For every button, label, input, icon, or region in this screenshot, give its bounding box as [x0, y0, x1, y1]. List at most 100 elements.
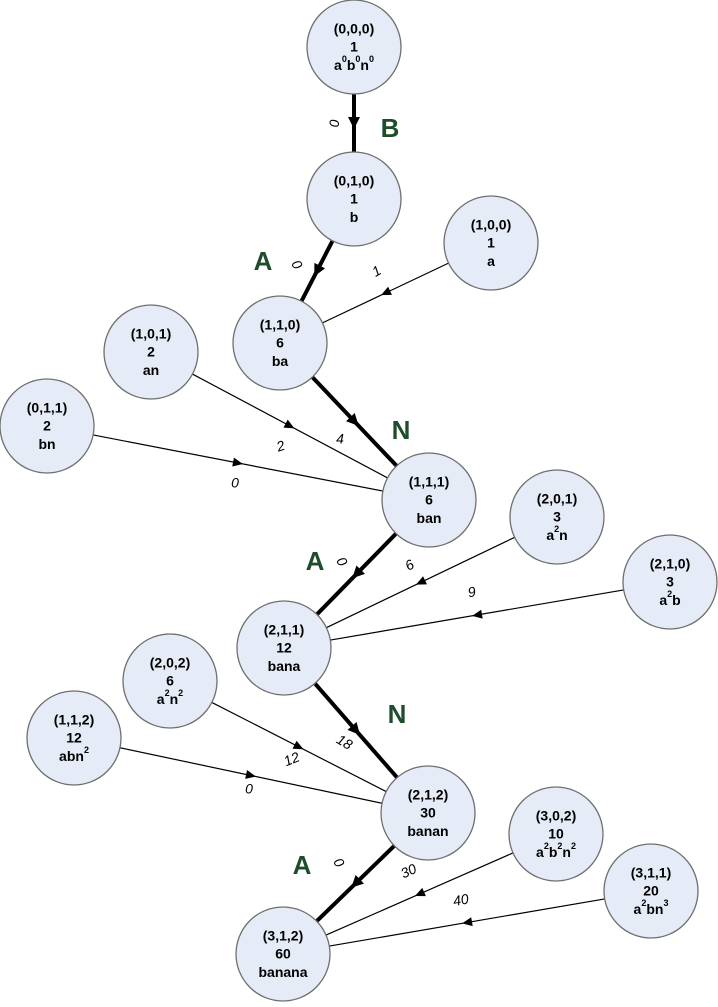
node-value: 6	[276, 335, 284, 351]
edge-weight-label: 0	[333, 554, 351, 569]
node-circle	[26, 690, 122, 786]
edge-weight-label: 18	[334, 731, 356, 753]
edge-weight-label: 40	[452, 890, 470, 908]
node-circle	[306, 151, 402, 247]
edge-weight-label: 2	[273, 437, 287, 455]
node-coordinate: (1,0,1)	[131, 326, 171, 342]
edge-n211-n212	[313, 682, 399, 779]
edge-n101-n111	[192, 373, 388, 479]
node-coordinate: (1,1,2)	[54, 712, 94, 728]
edge-n112-n212	[119, 747, 383, 804]
node-coordinate: (3,1,2)	[263, 928, 303, 944]
node-word: ba	[272, 353, 289, 369]
arrowhead	[283, 419, 295, 429]
node-circle	[508, 786, 604, 882]
node-n100: (1,0,0)1a	[443, 195, 539, 291]
node-value: 60	[275, 946, 291, 962]
path-letter-n: N	[388, 699, 407, 729]
edge-n311-n312	[329, 898, 605, 947]
node-coordinate: (0,1,0)	[334, 173, 374, 189]
edge-n010-n110	[299, 239, 335, 303]
node-n011: (0,1,1)2bn	[0, 378, 95, 474]
arrowhead	[472, 609, 483, 619]
node-word: banana	[258, 964, 307, 980]
node-circle	[381, 452, 477, 548]
node-coordinate: (3,1,1)	[631, 865, 671, 881]
node-circle	[603, 843, 699, 939]
path-letter-a: A	[293, 850, 312, 880]
node-coordinate: (2,1,1)	[264, 622, 304, 638]
node-value: 12	[276, 640, 292, 656]
node-circle	[622, 534, 718, 630]
node-word: a0b0n0	[334, 54, 374, 72]
node-n312: (3,1,2) 60 banana	[235, 906, 331, 1002]
arrowhead	[314, 262, 326, 277]
node-coordinate: (2,0,2)	[150, 655, 190, 671]
edges-layer	[93, 94, 624, 947]
node-word: bn	[38, 436, 55, 452]
arrowhead	[380, 286, 392, 296]
edge-weight-label: 9	[467, 583, 478, 600]
node-coordinate: (1,1,0)	[260, 317, 300, 333]
edge-weight-label: 0	[326, 119, 342, 127]
arrowhead	[352, 565, 365, 579]
node-circle	[443, 195, 539, 291]
edge-n100-n110	[322, 262, 449, 324]
node-value: 30	[420, 805, 436, 821]
node-value: 2	[43, 418, 51, 434]
edge-n302-n312	[325, 852, 514, 936]
node-n110: (1,1,0) 6 ba	[232, 295, 328, 391]
edge-n210-n211	[330, 589, 624, 641]
node-word: b	[350, 209, 359, 225]
edge-weight-label: 0	[245, 781, 253, 797]
node-value: 1	[350, 191, 358, 207]
edge-weight-label: 1	[369, 262, 384, 280]
arrowhead	[232, 457, 243, 467]
node-circle	[232, 295, 328, 391]
node-coordinate: (1,1,1)	[409, 474, 449, 490]
arrowhead	[462, 917, 473, 927]
arrowhead	[351, 875, 364, 888]
edge-weight-label: 12	[281, 748, 302, 769]
node-value: 1	[350, 39, 358, 55]
node-word: a	[487, 253, 495, 269]
edge-n201-n211	[326, 536, 515, 629]
node-value: 1	[487, 235, 495, 251]
arrowhead	[347, 722, 360, 736]
arrowhead	[245, 770, 256, 779]
node-word: banan	[407, 823, 448, 839]
node-coordinate: (2,0,1)	[537, 491, 577, 507]
node-word: a2bn3	[634, 898, 669, 916]
node-circle	[0, 378, 95, 474]
path-letter-n: N	[392, 415, 411, 445]
node-word: abn2	[59, 745, 89, 763]
node-circle	[380, 765, 476, 861]
edge-n212-n312	[315, 844, 396, 923]
node-n101: (1,0,1)2an	[103, 304, 199, 400]
arrowhead	[348, 117, 360, 129]
node-coordinate: (3,0,2)	[536, 808, 576, 824]
edge-weight-label: 30	[398, 860, 419, 881]
node-word: bana	[268, 658, 301, 674]
node-value: 2	[147, 344, 155, 360]
node-circle	[509, 469, 605, 565]
path-letter-b: B	[381, 113, 400, 143]
node-circle	[103, 304, 199, 400]
edge-weight-label: 0	[288, 257, 306, 272]
node-coordinate: (2,1,2)	[408, 787, 448, 803]
node-n010: (0,1,0) 1 b	[306, 151, 402, 247]
node-value: 6	[425, 492, 433, 508]
node-value: 3	[553, 509, 561, 525]
node-word: a2b2n2	[536, 841, 576, 859]
arrowhead	[415, 576, 427, 585]
edge-weight-label: 0	[330, 855, 348, 870]
arrowhead	[414, 887, 426, 897]
edge-n011-n111	[93, 434, 383, 492]
